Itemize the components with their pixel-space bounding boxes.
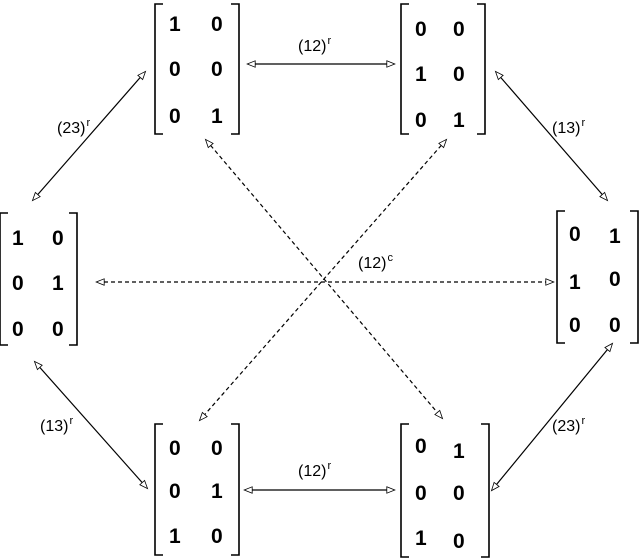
matrix-cell: 0 <box>569 314 581 337</box>
edge-label-upper-right: (13)r <box>552 117 585 137</box>
arrow-upper-right <box>496 72 607 200</box>
matrix-top-right: 0 0 1 0 0 1 <box>400 3 486 135</box>
left-bracket <box>400 423 409 558</box>
right-bracket <box>481 423 490 558</box>
matrix-cell: 1 <box>169 13 181 36</box>
matrix-cell: 1 <box>211 105 223 128</box>
matrix-cell: 0 <box>52 318 64 341</box>
matrix-cell: 0 <box>453 482 465 505</box>
matrix-bottom-right: 0 1 0 0 1 0 <box>400 423 490 558</box>
matrix-cell: 0 <box>169 480 181 503</box>
left-bracket <box>154 423 163 556</box>
matrix-cell: 1 <box>453 109 465 132</box>
matrix-mid-right: 0 1 1 0 0 0 <box>556 210 639 344</box>
matrix-cell: 0 <box>415 435 427 458</box>
matrix-cell: 0 <box>453 63 465 86</box>
matrix-cell: 1 <box>211 480 223 503</box>
edge-label-upper-left: (23)r <box>57 117 90 137</box>
matrix-cell: 0 <box>415 18 427 41</box>
matrix-cell: 0 <box>169 437 181 460</box>
matrix-cell: 0 <box>453 18 465 41</box>
matrix-cell: 1 <box>415 63 427 86</box>
arrow-lower-right <box>492 344 612 490</box>
right-bracket <box>69 212 78 346</box>
matrix-cell: 0 <box>415 482 427 505</box>
matrix-cell: 0 <box>609 268 621 291</box>
matrix-cell: 1 <box>169 525 181 548</box>
matrix-cell: 0 <box>211 58 223 81</box>
matrix-cell: 0 <box>169 105 181 128</box>
matrix-cell: 0 <box>569 223 581 246</box>
matrix-cell: 0 <box>211 13 223 36</box>
matrix-cell: 0 <box>211 525 223 548</box>
matrix-cell: 1 <box>569 271 581 294</box>
right-bracket <box>630 210 639 344</box>
solid-arrows <box>33 64 612 490</box>
matrix-cell: 1 <box>52 272 64 295</box>
arrow-upper-left <box>33 72 145 200</box>
matrix-cell: 0 <box>609 314 621 337</box>
matrix-cell: 0 <box>169 58 181 81</box>
matrix-cell: 1 <box>453 440 465 463</box>
matrix-cell: 0 <box>453 530 465 553</box>
matrix-cell: 0 <box>12 272 24 295</box>
matrix-cell: 1 <box>415 527 427 550</box>
matrix-cell: 0 <box>52 227 64 250</box>
matrix-cell: 1 <box>12 227 24 250</box>
edge-label-top: (12)r <box>298 35 331 55</box>
edge-labels: (12)r (23)r (13)r (13)r (23)r (12)r (12)… <box>40 35 585 480</box>
matrix-cell: 0 <box>12 318 24 341</box>
edge-label-lower-left: (13)r <box>40 415 73 435</box>
left-bracket <box>154 3 163 135</box>
left-bracket <box>400 3 409 135</box>
matrix-cell: 0 <box>415 109 427 132</box>
left-bracket <box>556 210 565 344</box>
right-bracket <box>477 3 486 135</box>
arrow-lower-left <box>35 362 147 488</box>
matrix-top-left: 1 0 0 0 0 1 <box>154 3 240 135</box>
matrix-cell: 0 <box>211 437 223 460</box>
matrix-bottom-left: 0 0 0 1 1 0 <box>154 423 240 556</box>
right-bracket <box>231 3 240 135</box>
edge-label-lower-right: (23)r <box>552 415 585 435</box>
dashed-arrows <box>97 140 553 420</box>
matrix-mid-left: 1 0 0 1 0 0 <box>0 212 78 346</box>
edge-label-center: (12)c <box>358 252 393 272</box>
edge-label-bottom: (12)r <box>298 460 331 480</box>
matrix-cell: 1 <box>609 225 621 248</box>
right-bracket <box>231 423 240 556</box>
left-bracket <box>0 212 8 346</box>
dashed-arrow-topright-bottomleft <box>200 140 446 420</box>
